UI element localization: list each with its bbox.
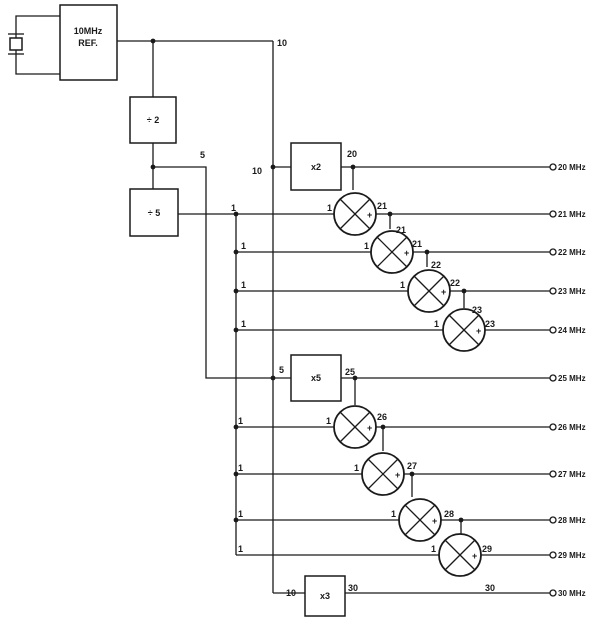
output-label: 21 MHz	[558, 210, 586, 219]
output-label: 25 MHz	[558, 374, 586, 383]
mixer-input-label: 1	[434, 319, 439, 329]
ref-out-label: 10	[277, 38, 287, 48]
signal-labels: 10 5 10 20 5 25 10 30 30 1 1 1 1 1 1 1 1…	[200, 38, 495, 598]
x3-line-label: 30	[485, 583, 495, 593]
svg-text:+: +	[404, 248, 409, 258]
svg-text:+: +	[432, 516, 437, 526]
multiply-by-5-block: x5	[290, 354, 342, 402]
mixer-output-label: 28	[444, 509, 454, 519]
div2-label: ÷ 2	[147, 115, 159, 125]
mixer-4: +	[442, 308, 486, 352]
output-label: 28 MHz	[558, 516, 586, 525]
mixer-output-label: 23	[472, 305, 482, 315]
div5-label: ÷ 5	[148, 208, 160, 218]
mixer-output-label: 23	[485, 319, 495, 329]
mixer-input-label: 1	[364, 241, 369, 251]
bus-label: 1	[238, 463, 243, 473]
output-label: 30 MHz	[558, 589, 586, 598]
bus-label: 1	[241, 319, 246, 329]
output-28mhz: 28 MHz	[549, 516, 586, 525]
mixer-1: +	[333, 192, 377, 236]
mixer-7: +	[398, 498, 442, 542]
output-26mhz: 26 MHz	[549, 423, 586, 432]
x5-out-label: 25	[345, 367, 355, 377]
div5-tap-label: 5	[200, 150, 205, 160]
output-23mhz: 23 MHz	[549, 287, 586, 296]
mixer-input-label: 1	[354, 463, 359, 473]
x2-in-label: 10	[252, 166, 262, 176]
svg-text:+: +	[472, 551, 477, 561]
multiply-by-2-block: x2	[290, 142, 342, 191]
svg-text:+: +	[367, 423, 372, 433]
output-24mhz: 24 MHz	[549, 326, 586, 335]
svg-text:+: +	[367, 210, 372, 220]
reference-oscillator-block: 10MHz REF.	[59, 4, 118, 81]
mixer-6: +	[361, 452, 405, 496]
svg-text:+: +	[395, 470, 400, 480]
bus-label: 1	[231, 203, 236, 213]
mixer-input-label: 1	[326, 416, 331, 426]
x2-out-label: 20	[347, 149, 357, 159]
svg-text:+: +	[476, 326, 481, 336]
mixer-input-label: 1	[431, 544, 436, 554]
output-29mhz: 29 MHz	[549, 551, 586, 560]
mixer-8: +	[438, 533, 482, 577]
x5-label: x5	[311, 373, 321, 383]
divide-by-5-block: ÷ 5	[129, 188, 179, 237]
mixer-output-label: 27	[407, 461, 417, 471]
x2-label: x2	[311, 162, 321, 172]
output-label: 29 MHz	[558, 551, 586, 560]
mixer-output-label: 21	[377, 201, 387, 211]
mixer-output-label: 21	[396, 225, 406, 235]
output-label: 20 MHz	[558, 163, 586, 172]
output-terminals: 20 MHz 21 MHz 22 MHz 23 MHz 24 MHz 25 MH…	[549, 163, 586, 598]
mixer-input-label: 1	[327, 203, 332, 213]
bus-label: 1	[241, 241, 246, 251]
crystal-symbol	[8, 33, 24, 55]
mixer-5: +	[333, 405, 377, 449]
output-22mhz: 22 MHz	[549, 248, 586, 257]
mixer-output-label: 29	[482, 544, 492, 554]
x3-in-label: 10	[286, 588, 296, 598]
mixer-3: +	[407, 269, 451, 313]
mixer-output-label: 26	[377, 412, 387, 422]
x5-in-label: 5	[279, 365, 284, 375]
mixer-input-label: 1	[391, 509, 396, 519]
mixer-2: +	[370, 230, 414, 274]
output-label: 22 MHz	[558, 248, 586, 257]
output-30mhz: 30 MHz	[549, 589, 586, 598]
mixer-output-label: 22	[431, 260, 441, 270]
wiring	[15, 15, 550, 594]
reference-line1: 10MHz	[74, 26, 103, 36]
reference-line2: REF.	[78, 38, 98, 48]
svg-text:+: +	[441, 287, 446, 297]
output-label: 26 MHz	[558, 423, 586, 432]
bus-label: 1	[241, 280, 246, 290]
mixer-input-label: 1	[400, 280, 405, 290]
output-label: 27 MHz	[558, 470, 586, 479]
divide-by-2-block: ÷ 2	[129, 96, 177, 144]
bus-label: 1	[238, 509, 243, 519]
mixer-output-label: 21	[412, 239, 422, 249]
x3-out-label: 30	[348, 583, 358, 593]
mixer-output-label: 22	[450, 278, 460, 288]
bus-label: 1	[238, 416, 243, 426]
bus-label: 1	[238, 544, 243, 554]
output-21mhz: 21 MHz	[549, 210, 586, 219]
output-label: 24 MHz	[558, 326, 586, 335]
junction-dots	[150, 38, 467, 523]
output-label: 23 MHz	[558, 287, 586, 296]
output-25mhz: 25 MHz	[549, 374, 586, 383]
x3-label: x3	[320, 591, 330, 601]
output-27mhz: 27 MHz	[549, 470, 586, 479]
output-20mhz: 20 MHz	[549, 163, 586, 172]
multiply-by-3-block: x3	[304, 575, 346, 617]
